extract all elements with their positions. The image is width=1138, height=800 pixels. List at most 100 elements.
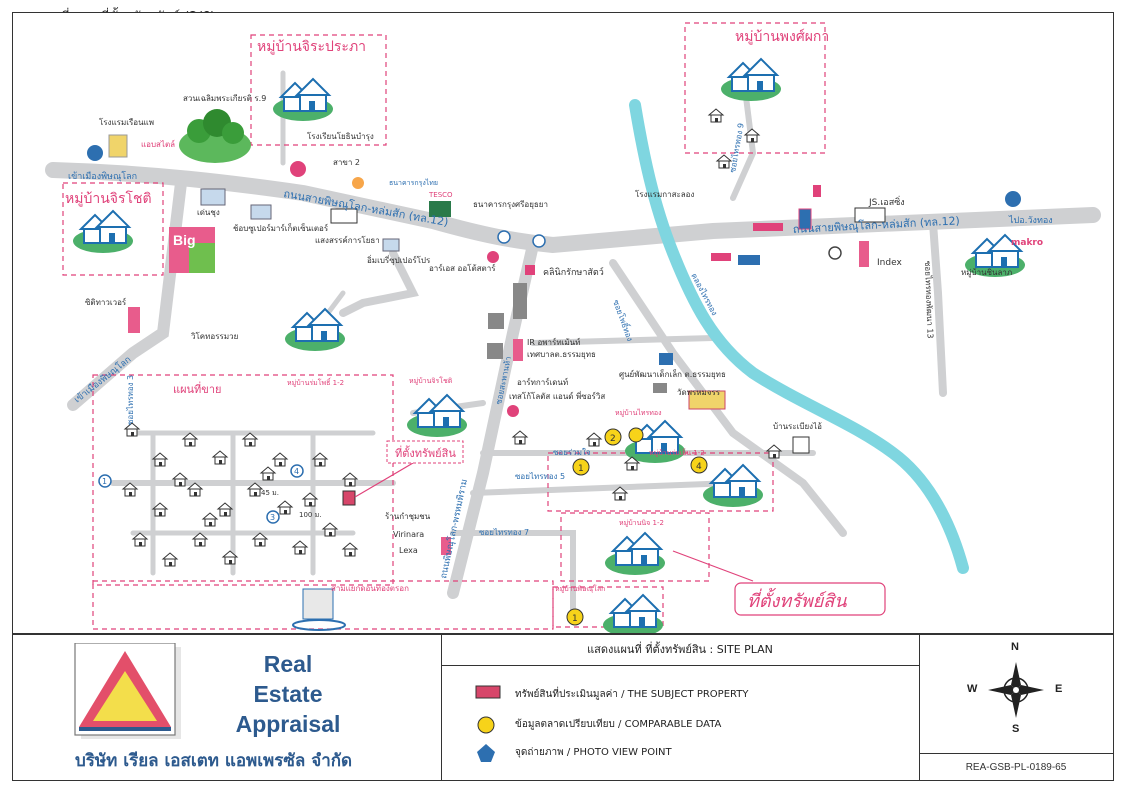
brand-line-3: Appraisal: [235, 711, 341, 737]
subject-label-box-big: [734, 582, 886, 616]
landmark-rice: บ้านระเบียงไอ้: [773, 422, 822, 431]
compass-block: N S W E REA-GSB-PL-0189-65: [919, 635, 1113, 780]
village-icon: [406, 394, 468, 438]
svg-text:2: 2: [610, 434, 616, 444]
landmark-shop-4: อิ่มเบรี่ซุปเปอร์โปร: [367, 254, 431, 265]
road-label-main-west: ถนนสายพิษณุโลก-หล่มสัก (ทล.12): [282, 186, 449, 229]
village-icon: [284, 308, 346, 352]
compass-w: W: [967, 683, 978, 695]
khlong-river: [629, 99, 969, 574]
park-icon: [179, 109, 251, 163]
landmark-tesco: TESCO: [428, 191, 453, 199]
compass-s: S: [1012, 723, 1020, 735]
landmark-hotel-right: โรงแรมกาสะลอง: [635, 189, 694, 199]
landmark-park: สวนเฉลิมพระเกียรติ ร.9: [183, 94, 266, 103]
subject-swatch-icon: [475, 685, 501, 702]
subject-label-big: ที่ตั้งทรัพย์สิน: [747, 587, 847, 612]
big-c-icon: Big: [169, 227, 215, 273]
legend-photo-label: จุดถ่ายภาพ / PHOTO VIEW POINT: [515, 747, 672, 758]
road-label-to-wangthong: ไปอ.วังทอง: [1008, 215, 1053, 226]
site-map-canvas[interactable]: Big 1 2 4: [13, 13, 1113, 633]
landmark-junction: สามแยกดอนทองตรอก: [331, 584, 409, 593]
landmark-village-mai: หมู่บ้านไทรทอง: [615, 408, 662, 417]
photo-viewpoint-icon: [475, 743, 497, 766]
landmark-arts: อาร์เอส ออโต้สตาร์: [429, 263, 496, 273]
road-label-to-city-left: เข้าเมืองพิษณุโลก: [72, 354, 133, 405]
svg-text:1: 1: [572, 614, 578, 624]
photo-view-points[interactable]: 1 3 4: [98, 230, 546, 524]
compass-e: E: [1055, 683, 1063, 695]
landmark-tops-left: แอบสไตล์: [141, 139, 175, 149]
landmark-hotel-left: โรงแรมเรือนแพ: [99, 117, 154, 127]
landmark-makro: makro: [1011, 238, 1043, 248]
village-label-jirachot: หมู่บ้านจิรโชติ: [65, 190, 152, 207]
legend-subject-label: ทรัพย์สินที่ประเมินมูลค่า / THE SUBJECT …: [515, 689, 749, 700]
road-label-soi-9: ซอยไทรทอง 9: [728, 122, 746, 173]
svg-text:3: 3: [270, 513, 275, 522]
landmark-shop-2: ช้อบซูเปอร์มาร์เก็ตเซ็นเตอร์: [233, 223, 329, 234]
village-icon: [602, 594, 664, 633]
landmark-child-center: ศูนย์พัฒนาเด็กเล็ก ต.ธรรมยุทธ: [619, 369, 726, 380]
subject-label-small: ที่ตั้งทรัพย์สิน: [395, 445, 456, 460]
company-name-thai: บริษัท เรียล เอสเตท แอพเพรซัล จำกัด: [75, 751, 353, 771]
subject-property-marker[interactable]: [342, 490, 356, 506]
legend-panel: Real Estate Appraisal บริษัท เรียล เอสเต…: [12, 634, 1114, 781]
landmark-village-sm: หมู่บ้านร่มเย็น 1-2: [649, 448, 705, 457]
landmark-school-branch: สาขา 2: [333, 158, 360, 167]
compass-rose-icon: [988, 662, 1044, 718]
landmark-shop-3: แสงสรรค์การโยธา: [315, 235, 380, 245]
landmark-virinara: Virinara: [393, 530, 424, 539]
road-label-soi-3: ซอยไทรทอง 3: [126, 375, 135, 425]
legend-comparable: ข้อมูลตลาดเปรียบเทียบ / COMPARABLE DATA: [477, 716, 722, 734]
comparable-circle-icon: [475, 715, 497, 738]
legend-items: แสดงแผนที่ ที่ตั้งทรัพย์สิน : SITE PLAN …: [441, 635, 920, 780]
legend-subject: ทรัพย์สินที่ประเมินมูลค่า / THE SUBJECT …: [475, 685, 749, 702]
map-zones: [62, 22, 826, 630]
site-plan-title: แสดงแผนที่ ที่ตั้งทรัพย์สิน : SITE PLAN: [441, 635, 919, 666]
subject-pointer-line-2: [672, 550, 754, 582]
landmark-bank-left: ธนาคารกรุงไทย: [389, 178, 438, 187]
svg-text:4: 4: [696, 462, 702, 472]
subject-label-box-small: [386, 440, 464, 464]
landmark-lexa: Lexa: [399, 546, 418, 555]
landmark-wat: วัดพรหมจรร: [677, 388, 721, 397]
landmark-tesco-small: เทสโก้โลตัส แอนด์ พี่ซอร์วิส: [509, 390, 605, 401]
road-label-soi-bangkra: ซอยโพธิ์ทอง: [611, 298, 636, 343]
landmark-community-shop: ร้านกำชุมชน: [385, 512, 431, 521]
comparable-markers[interactable]: 1 2 4 1: [566, 427, 708, 626]
landmark-index: Index: [877, 258, 902, 268]
village-subject-icon: [604, 532, 666, 576]
brand-line-1: Real: [263, 651, 313, 677]
landmark-village-subject: หมู่บ้านร่มโพธิ์ 1-2: [287, 377, 344, 387]
road-label-soi-ruamjai: ซอยร่วมใจ: [553, 448, 591, 457]
landmark-school: โรงเรียนโยธินบำรุง: [307, 131, 374, 141]
landmark-clinic: คลินิกรักษาสัตว์: [543, 266, 604, 278]
road-label-soi-7: ซอยไทรทอง 7: [479, 528, 529, 537]
landmark-city-tower: ซิติทาวเวอร์: [85, 297, 127, 307]
subject-pointer-line: [354, 462, 414, 498]
site-map[interactable]: Big 1 2 4: [12, 12, 1114, 634]
landmark-office: วิโคทอรรมวย: [190, 331, 238, 341]
landmark-village-small: หมู่บ้านนิจ 1-2: [619, 519, 664, 527]
company-logo-block: Real Estate Appraisal บริษัท เรียล เอสเต…: [13, 635, 442, 780]
compass-n: N: [1011, 641, 1019, 653]
village-label-phongpak: หมู่บ้านพงศ์ผกา: [735, 28, 829, 45]
document-code: REA-GSB-PL-0189-65: [919, 753, 1113, 781]
landmark-village-lake: หมู่บ้านพิษณุโลก: [555, 584, 605, 593]
road-label-soi-13: ซอยไทรทองพัฒนา 13: [923, 261, 935, 339]
landmark-village-rs: หมู่บ้านจิรโชติ: [409, 376, 453, 385]
distance-100: 100 ม.: [299, 511, 321, 519]
svg-text:Big: Big: [173, 232, 196, 248]
legend-comparable-label: ข้อมูลตลาดเปรียบเทียบ / COMPARABLE DATA: [515, 719, 722, 730]
brand-name: Real Estate Appraisal: [223, 649, 353, 739]
landmark-village-right: หมู่บ้านชินลาภ: [961, 268, 1012, 278]
distance-45: 45 ม.: [261, 489, 279, 497]
landmark-apartment: IR อพาร์ทเม้นท์: [527, 337, 580, 347]
landmark-municipal: เทศบาลต.ธรรมยุทธ: [527, 350, 596, 359]
landmark-js-shop: JS.เอสซิ่ง: [868, 195, 905, 208]
road-label-soi-5: ซอยไทรทอง 5: [515, 472, 565, 481]
landmark-art-garden: อาร์ทการ์เดนท์: [517, 377, 568, 387]
svg-text:4: 4: [294, 467, 299, 476]
village-jirachot-icon: [72, 210, 134, 254]
landmark-plots-for-sale: แผนที่ขาย: [173, 381, 221, 396]
